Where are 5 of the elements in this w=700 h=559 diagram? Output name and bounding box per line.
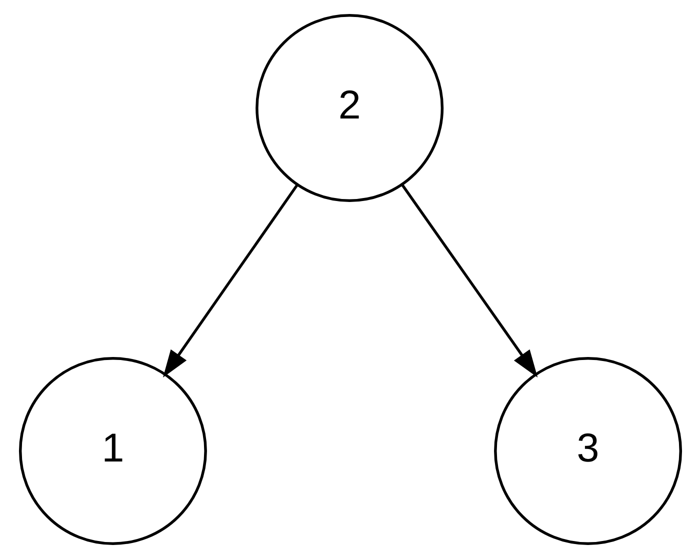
arrow [162,184,298,378]
node-circle: 2 [255,14,444,202]
node-circle: 1 [18,357,206,545]
node-circle: 3 [494,357,682,545]
arrow [400,184,538,378]
